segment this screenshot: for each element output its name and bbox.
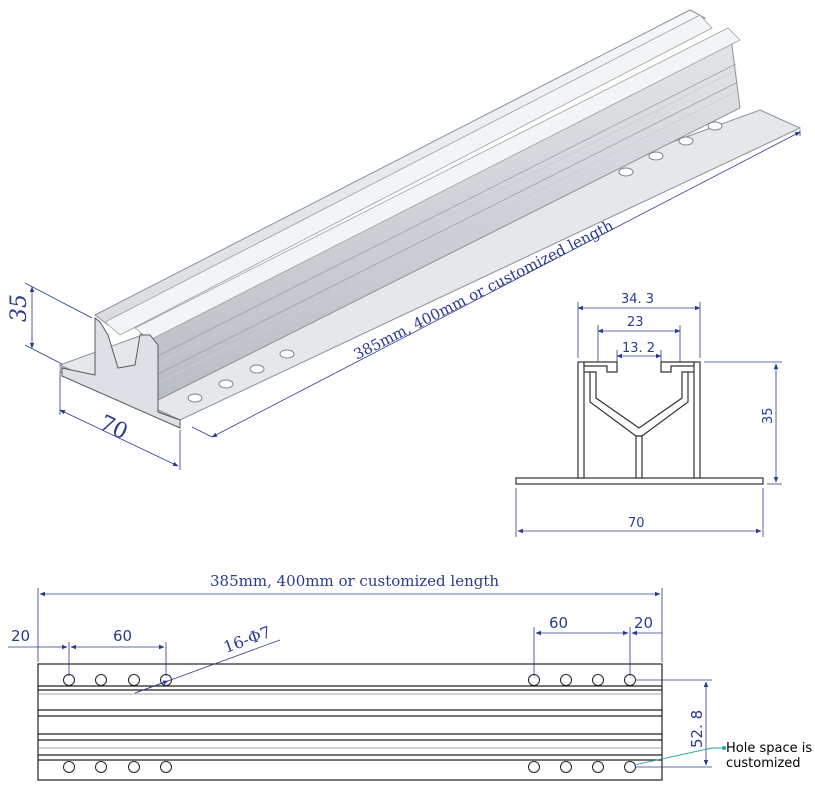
iso-dimensions bbox=[24, 130, 801, 470]
plan-length-label: 385mm, 400mm or customized length bbox=[210, 572, 499, 590]
note-line-1: Hole space is bbox=[726, 741, 812, 756]
plan-right-edge-dim: 20 bbox=[634, 614, 653, 632]
section-left-wall bbox=[577, 361, 585, 479]
iso-hole bbox=[618, 167, 634, 177]
section-center-web bbox=[635, 435, 643, 479]
iso-hole bbox=[707, 121, 723, 131]
section-left-lip bbox=[583, 361, 618, 373]
plan-hole bbox=[624, 674, 636, 686]
plan-holes bbox=[63, 674, 636, 773]
section-right-lip bbox=[660, 361, 695, 373]
plan-hole bbox=[560, 674, 572, 686]
plan-left-pitch-dim: 60 bbox=[113, 627, 132, 645]
plan-hole bbox=[592, 674, 604, 686]
note-leader bbox=[633, 747, 724, 766]
plan-hole bbox=[128, 761, 140, 773]
section-v-channel bbox=[589, 371, 689, 437]
plan-row-spacing-dim: 52. 8 bbox=[688, 710, 706, 748]
plan-left-edge-dim: 20 bbox=[11, 627, 30, 645]
section-dimensions bbox=[515, 302, 782, 537]
iso-width-label: 70 bbox=[95, 411, 131, 445]
iso-front-profile bbox=[61, 316, 181, 429]
plan-hole bbox=[528, 761, 540, 773]
plan-hole bbox=[63, 674, 75, 686]
section-base bbox=[515, 477, 764, 485]
plan-hole bbox=[95, 674, 107, 686]
plan-hole bbox=[528, 674, 540, 686]
plan-hole bbox=[160, 761, 172, 773]
plan-hole bbox=[592, 761, 604, 773]
plan-hole bbox=[560, 761, 572, 773]
plan-rail bbox=[37, 663, 663, 781]
section-dim-34-3: 34. 3 bbox=[621, 292, 654, 307]
plan-hole bbox=[63, 761, 75, 773]
plan-right-pitch-dim: 60 bbox=[549, 614, 568, 632]
iso-hole bbox=[218, 379, 234, 389]
iso-hole bbox=[648, 151, 664, 161]
plan-hole bbox=[95, 761, 107, 773]
note-line-2: customized bbox=[726, 756, 801, 771]
plan-outline bbox=[37, 663, 663, 781]
section-dim-23: 23 bbox=[627, 315, 644, 330]
plan-hole bbox=[128, 674, 140, 686]
plan-hole-callout: 16-Φ7 bbox=[221, 622, 274, 657]
iso-hole bbox=[279, 349, 295, 359]
plan-dimensions bbox=[8, 588, 712, 768]
note-leader-dot bbox=[722, 746, 726, 750]
iso-hole bbox=[249, 364, 265, 374]
iso-hole bbox=[187, 393, 203, 403]
iso-height-label: 35 bbox=[7, 294, 32, 322]
section-profile bbox=[515, 361, 764, 485]
iso-hole bbox=[678, 136, 694, 146]
plan-hole bbox=[624, 761, 636, 773]
section-right-wall bbox=[693, 361, 701, 479]
section-dim-35: 35 bbox=[761, 407, 776, 424]
section-dim-70: 70 bbox=[628, 516, 645, 531]
section-dim-13-2: 13. 2 bbox=[622, 341, 655, 356]
